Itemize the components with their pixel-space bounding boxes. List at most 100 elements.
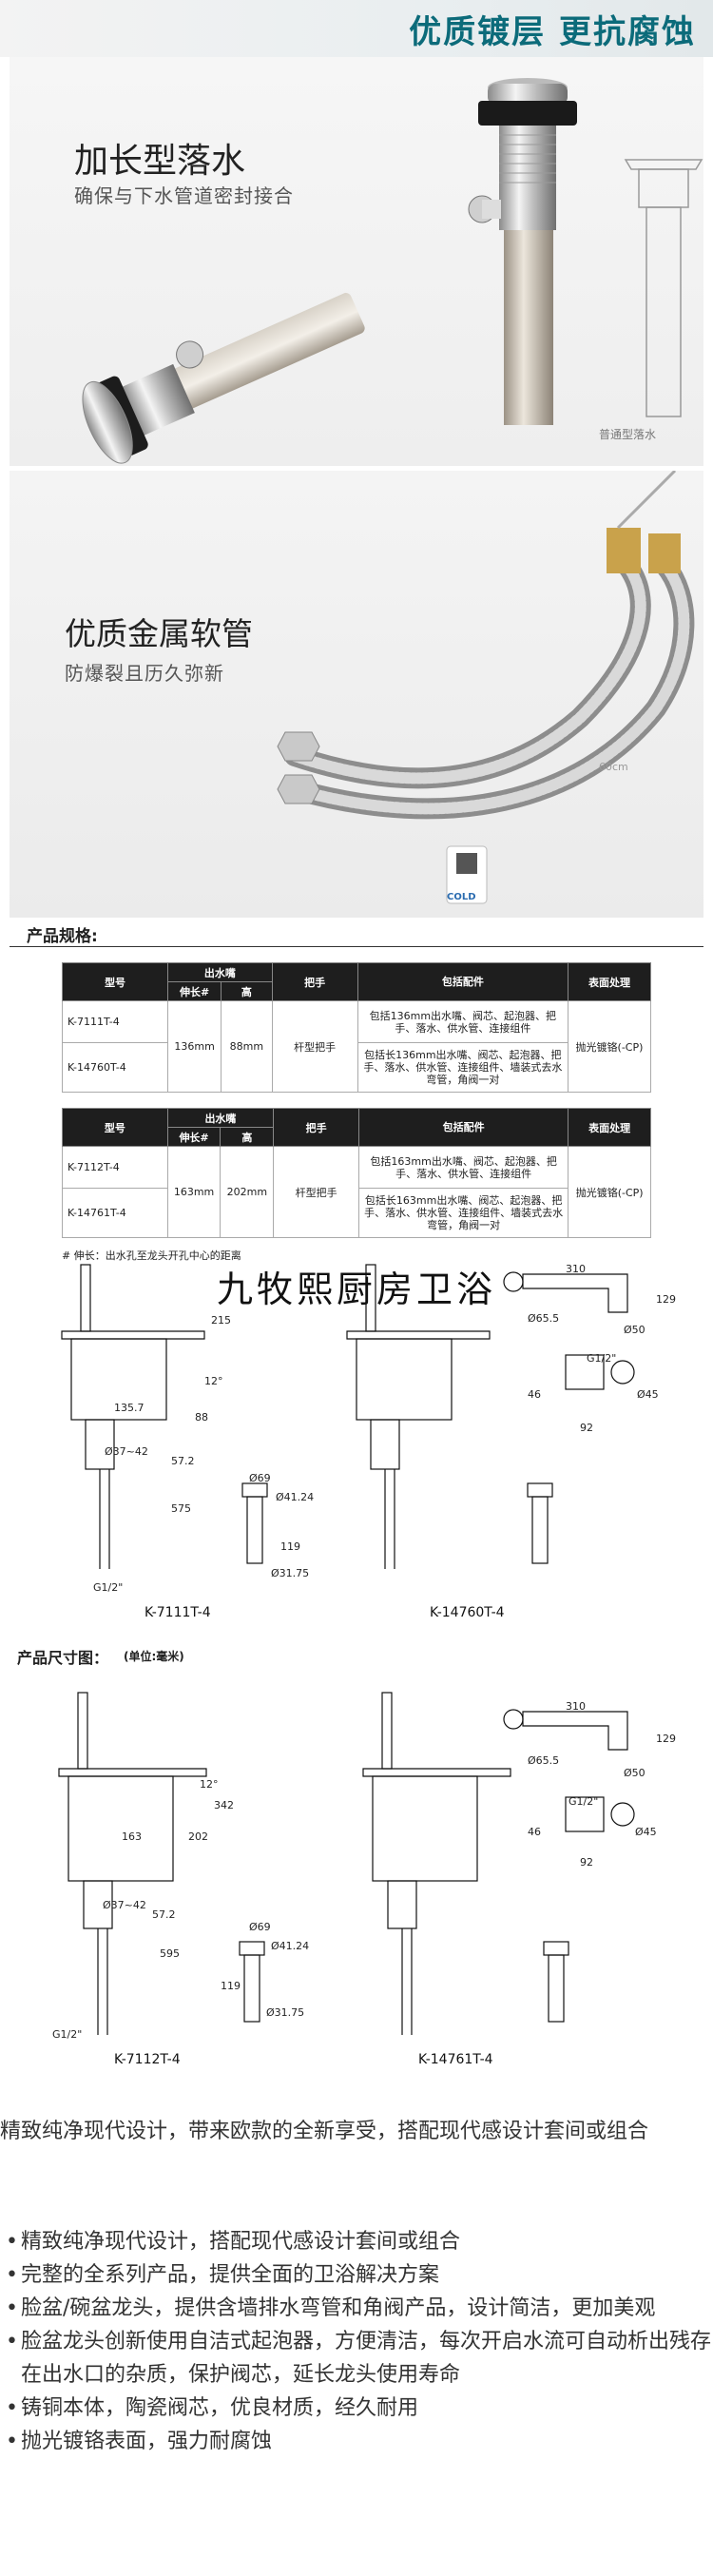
parts-cell: 包括长136mm出水嘴、阀芯、起泡器、把手、落水、供水管、连接组件、墙装式去水弯… <box>356 1042 568 1093</box>
feature-list: 精致纯净现代设计，搭配现代感设计套间或组合 完整的全系列产品，提供全面的卫浴解决… <box>0 2225 713 2458</box>
drawing-model-left: K-7112T-4 <box>114 2052 181 2067</box>
parts-cell: 包括长163mm出水嘴、阀芯、起泡器、把手、落水、供水管、连接组件、墙装式去水弯… <box>357 1188 569 1238</box>
finish-cell: 抛光镀铬(-CP) <box>567 1000 652 1093</box>
header-reach: 伸长# <box>167 981 222 1001</box>
dim-total: 342 <box>214 1799 234 1811</box>
dim-valve-g: G1/2" <box>587 1352 617 1365</box>
header-spout: 出水嘴 <box>167 962 273 982</box>
dim-drain-h: 119 <box>221 1980 241 1992</box>
dim-trap-d1: Ø65.5 <box>528 1754 560 1767</box>
dim-tail: 595 <box>160 1947 180 1960</box>
header-finish: 表面处理 <box>568 1108 651 1147</box>
header-height: 高 <box>221 981 273 1001</box>
model-cell: K-14761T-4 <box>62 1188 168 1238</box>
header-finish: 表面处理 <box>567 962 652 1001</box>
dim-trap-d2: Ø50 <box>624 1767 646 1779</box>
dim-drain-mid: Ø41.24 <box>276 1491 315 1503</box>
dim-valve-w: 46 <box>528 1826 541 1838</box>
hose-title: 优质金属软管 <box>65 615 253 652</box>
dim-valve-l: 92 <box>580 1856 593 1869</box>
hose-section <box>10 471 703 918</box>
size-label: 产品尺寸图： <box>17 1649 109 1667</box>
dim-trap-d2: Ø50 <box>624 1324 646 1336</box>
drain-title: 加长型落水 <box>74 142 246 181</box>
dim-thread: G1/2" <box>52 2028 83 2041</box>
header-handle: 把手 <box>271 962 358 1001</box>
dim-drain-top: Ø69 <box>249 1921 271 1933</box>
header-parts: 包括配件 <box>357 1108 569 1147</box>
dim-drain-top: Ø69 <box>249 1472 271 1484</box>
model-cell: K-7112T-4 <box>62 1146 168 1189</box>
header-model: 型号 <box>61 962 169 1001</box>
feature-item: 脸盆/碗盆龙头，提供含墙排水弯管和角阀产品，设计简洁，更加美观 <box>6 2292 713 2325</box>
dim-reach: 135.7 <box>114 1402 145 1414</box>
hose-illustration <box>277 471 695 904</box>
dim-drain-mid: Ø41.24 <box>271 1940 310 1952</box>
spec-divider <box>10 946 703 947</box>
drawing-model-right: K-14761T-4 <box>418 2052 493 2067</box>
header-spout: 出水嘴 <box>166 1108 275 1128</box>
dim-angle: 12° <box>200 1778 219 1791</box>
dim-trap-w: 310 <box>566 1700 586 1713</box>
dim-angle: 12° <box>204 1375 223 1387</box>
dim-body: 202 <box>188 1830 208 1843</box>
hose-length-label: 60cm <box>599 761 628 773</box>
header-parts: 包括配件 <box>356 962 568 1001</box>
dim-thread: G1/2" <box>93 1581 124 1594</box>
height-cell: 202mm <box>220 1146 275 1238</box>
dim-trap-w: 310 <box>566 1263 586 1275</box>
height-cell: 88mm <box>221 1000 273 1093</box>
hose-subtitle: 防爆裂且历久弥新 <box>65 662 224 685</box>
table-note: # 伸长：出水孔至龙头开孔中心的距离 <box>62 1249 241 1262</box>
dim-base: 57.2 <box>171 1455 195 1467</box>
drawing-model-right: K-14760T-4 <box>430 1605 505 1620</box>
header-height: 高 <box>220 1127 275 1147</box>
dim-drain-h: 119 <box>280 1540 300 1553</box>
handle-cell: 杆型把手 <box>273 1146 359 1238</box>
header-reach: 伸长# <box>166 1127 222 1147</box>
dim-valve-d: Ø45 <box>637 1388 659 1401</box>
intro-text: 精致纯净现代设计，带来欧款的全新享受，搭配现代感设计套间或组合 <box>0 2120 649 2143</box>
spec-table-1: 型号 出水嘴 把手 包括配件 表面处理 伸长# 高 K-7111T-4 136m… <box>61 962 652 1093</box>
dim-dia: Ø37~42 <box>105 1445 148 1458</box>
dim-drain-bot: Ø31.75 <box>271 1567 310 1579</box>
dim-valve-d: Ø45 <box>635 1826 657 1838</box>
size-unit: (单位:毫米) <box>124 1650 184 1663</box>
brand-watermark: 九牧熙厨房卫浴 <box>216 1269 496 1310</box>
dim-valve-w: 46 <box>528 1388 541 1401</box>
feature-item: 脸盆龙头创新使用自洁式起泡器，方便清洁，每次开启水流可自动析出残存在出水口的杂质… <box>6 2325 713 2392</box>
cold-label: COLD <box>447 892 476 902</box>
hero-banner <box>0 0 713 57</box>
spec-label: 产品规格: <box>27 927 98 946</box>
dim-valve-l: 92 <box>580 1422 593 1434</box>
reach-cell: 163mm <box>166 1146 222 1238</box>
dim-tail: 575 <box>171 1502 191 1515</box>
drain-subtitle: 确保与下水管道密封接合 <box>74 184 294 207</box>
spec-table-2: 型号 出水嘴 把手 包括配件 表面处理 伸长# 高 K-7112T-4 163m… <box>62 1108 651 1238</box>
finish-cell: 抛光镀铬(-CP) <box>568 1146 651 1238</box>
dim-body: 88 <box>195 1411 208 1424</box>
header-handle: 把手 <box>273 1108 359 1147</box>
dim-base: 57.2 <box>152 1908 176 1921</box>
dim-trap-h: 129 <box>656 1733 676 1745</box>
header-model: 型号 <box>62 1108 168 1147</box>
parts-cell: 包括163mm出水嘴、阀芯、起泡器、把手、落水、供水管、连接组件 <box>357 1146 569 1189</box>
model-cell: K-7111T-4 <box>61 1000 169 1043</box>
feature-item: 精致纯净现代设计，搭配现代感设计套间或组合 <box>6 2225 713 2258</box>
feature-item: 铸铜本体，陶瓷阀芯，优良材质，经久耐用 <box>6 2392 713 2425</box>
drawing-set-1 <box>61 1264 635 1569</box>
drawing-set-2 <box>58 1692 635 2035</box>
reach-cell: 136mm <box>167 1000 222 1093</box>
dim-trap-d1: Ø65.5 <box>528 1312 560 1325</box>
dim-drain-bot: Ø31.75 <box>266 2006 305 2019</box>
drain-illustration <box>82 78 703 464</box>
dim-dia: Ø37~42 <box>103 1899 146 1911</box>
feature-item: 完整的全系列产品，提供全面的卫浴解决方案 <box>6 2258 713 2292</box>
drawing-model-left: K-7111T-4 <box>145 1605 211 1620</box>
dim-valve-g: G1/2" <box>568 1795 599 1808</box>
parts-cell: 包括136mm出水嘴、阀芯、起泡器、把手、落水、供水管、连接组件 <box>356 1000 568 1043</box>
feature-item: 抛光镀铬表面，强力耐腐蚀 <box>6 2425 713 2458</box>
model-cell: K-14760T-4 <box>61 1042 169 1093</box>
dim-reach: 163 <box>122 1830 142 1843</box>
handle-cell: 杆型把手 <box>271 1000 358 1093</box>
